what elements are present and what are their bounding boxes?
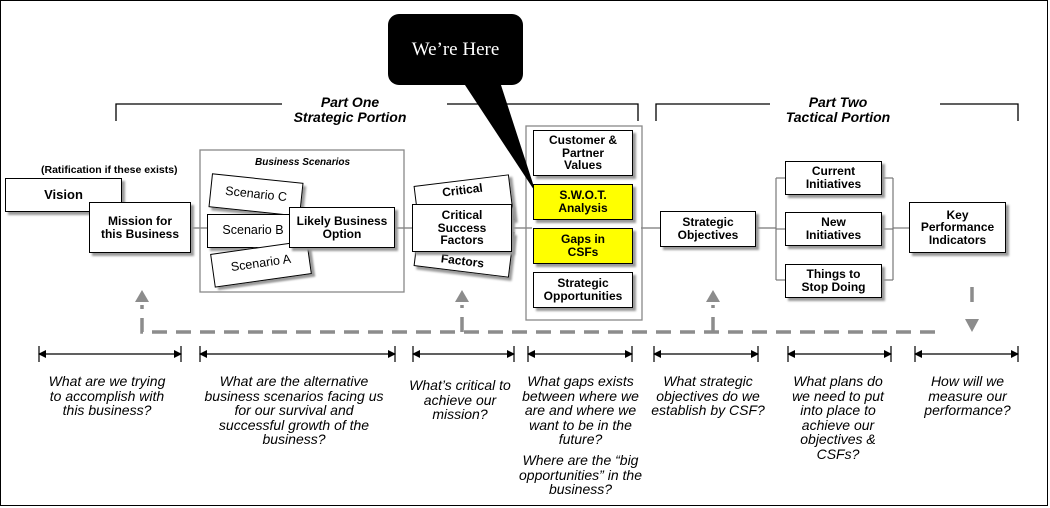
kpi-box: Key Performance Indicators [909, 202, 1006, 253]
question-mission: What are we trying to accomplish with th… [48, 373, 166, 418]
part-one-subtitle: Strategic Portion [293, 109, 407, 125]
swot-analysis-box: S.W.O.T. Analysis [533, 184, 633, 220]
part-two-label: Part Two [808, 94, 868, 110]
new-initiatives-box: New Initiatives [785, 212, 882, 246]
csf-back-top-label: Critical [441, 180, 484, 200]
scenarios-group-frame [199, 149, 405, 293]
question-gaps: What gaps exists between where we are an… [522, 373, 639, 447]
part-two-title: Part Two Tactical Portion [758, 95, 918, 125]
scenarios-group-title: Business Scenarios [255, 157, 351, 168]
part-two-bracket [655, 103, 1019, 121]
likely-option-box: Likely Business Option [289, 207, 395, 248]
csf-back-bottom-label: Factors [440, 251, 485, 271]
question-scenarios: What are the alternative business scenar… [204, 373, 384, 447]
mission-box: Mission for this Business [89, 202, 191, 253]
part-one-label: Part One [320, 94, 380, 110]
were-here-callout: We’re Here [388, 14, 523, 85]
strategic-opportunities-box: Strategic Opportunities [533, 272, 633, 308]
feedback-arrowheads [135, 290, 979, 332]
customer-partner-values-box: Customer & Partner Values [533, 130, 633, 176]
scenario-b-card: Scenario B [207, 214, 299, 248]
question-performance: How will we measure our performance? [924, 373, 1011, 418]
question-big-opportunities: Where are the “big opportunities” in the… [519, 452, 642, 497]
part-one-title: Part One Strategic Portion [270, 95, 430, 125]
question-csf: What’s critical to achieve our mission? [409, 377, 511, 422]
feedback-arrow [140, 287, 974, 334]
question-objectives: What strategic objectives do we establis… [651, 373, 765, 418]
gaps-in-csfs-box: Gaps in CSFs [533, 228, 633, 264]
strategic-objectives-box: Strategic Objectives [660, 211, 756, 247]
things-to-stop-doing-box: Things to Stop Doing [785, 264, 882, 298]
csf-front-card: Critical Success Factors [412, 204, 512, 252]
callout-tail [463, 82, 536, 193]
part-one-bracket [115, 103, 639, 121]
question-spans [38, 346, 1019, 362]
current-initiatives-box: Current Initiatives [785, 161, 882, 195]
ratification-note: (Ratification if these exists) [41, 164, 178, 176]
part-two-subtitle: Tactical Portion [785, 109, 891, 125]
swot-group-frame [525, 125, 643, 321]
question-plans: What plans do we need to put into place … [792, 373, 884, 462]
flow-connectors [190, 177, 909, 281]
